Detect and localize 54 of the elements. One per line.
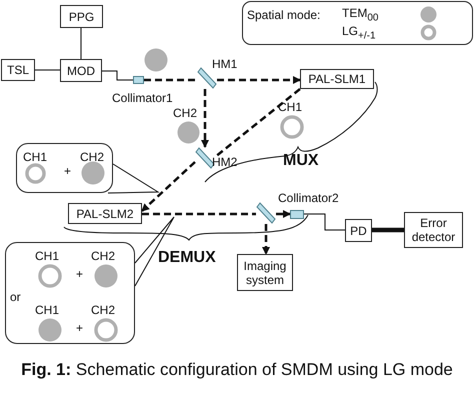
ring-icon	[94, 318, 118, 342]
device-box: Imaging system	[237, 254, 293, 291]
connector-line	[304, 214, 346, 230]
text-label: +	[64, 165, 72, 178]
device-box: PD	[345, 219, 372, 242]
part-label: CH1	[35, 250, 60, 263]
mirror-icon	[195, 147, 215, 169]
part-label: CH2	[91, 304, 116, 317]
beam-arrow	[217, 76, 301, 84]
device-box: PPG	[60, 5, 103, 28]
beam-arrow	[141, 161, 196, 212]
device-box: MOD	[60, 59, 102, 82]
part-label: CH2	[91, 250, 116, 263]
part-label: Collimator2	[278, 192, 339, 205]
ring-icon	[38, 264, 62, 288]
section-label: MUX	[283, 152, 319, 169]
text-label: +	[76, 268, 84, 281]
device-box: TSL	[1, 59, 35, 81]
legend-label: TEM$_{00}$	[342, 7, 378, 24]
part-label: CH1	[23, 151, 48, 164]
text-label: or	[10, 291, 21, 304]
text-label: +	[76, 322, 84, 335]
mirror-icon	[256, 202, 276, 224]
ring-icon	[25, 163, 46, 184]
callout-box	[5, 242, 135, 344]
part-label: HM2	[212, 156, 238, 169]
filled-circle-icon	[38, 318, 62, 342]
ring-icon	[280, 115, 304, 139]
device-box: PAL-SLM1	[300, 69, 374, 89]
device-box: PAL-SLM2	[68, 203, 142, 224]
mirror-icon	[197, 67, 217, 89]
part-label: CH1	[35, 304, 60, 317]
legend-label: LG$_{+/-1}$	[342, 25, 376, 42]
part-label: HM1	[212, 58, 238, 71]
beam-arrow	[262, 224, 270, 255]
filled-circle-icon	[144, 48, 168, 72]
part-label: Collimator1	[112, 92, 173, 105]
figure-caption: Fig. 1: Schematic configuration of SMDM using LG mode	[20, 360, 454, 379]
connector-line	[372, 228, 404, 232]
collimator-icon	[133, 76, 144, 84]
filled-circle-icon	[94, 264, 118, 288]
filled-circle-icon	[81, 161, 105, 185]
collimator-icon	[290, 210, 304, 219]
device-box: Error detector	[404, 212, 463, 248]
beam-arrow	[201, 89, 209, 148]
filled-circle-icon	[177, 121, 200, 144]
beam-arrow	[276, 210, 291, 218]
connector-line	[102, 70, 134, 80]
section-label: DEMUX	[158, 249, 216, 266]
part-label: CH2	[80, 151, 104, 164]
connector-line	[80, 28, 82, 60]
part-label: CH2	[173, 107, 198, 120]
text-label: Spatial mode:	[247, 9, 320, 22]
callout-box	[16, 143, 113, 193]
